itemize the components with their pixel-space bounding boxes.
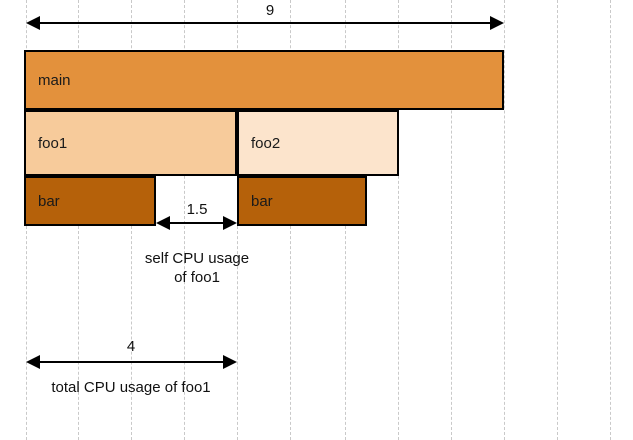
measure-line-total-cpu-foo1	[36, 361, 227, 363]
arrowhead-right-self-cpu-foo1	[223, 216, 237, 230]
frame-label: foo1	[38, 134, 68, 152]
arrowhead-right-total-cpu-foo1	[223, 355, 237, 369]
measure-value-total-cpu-foo1: 4	[126, 338, 136, 355]
gridline-8	[451, 0, 452, 440]
gridline-9	[504, 0, 505, 440]
gridline-10	[557, 0, 558, 440]
measure-line-total-width	[36, 22, 494, 24]
measure-caption-self-cpu-foo1: self CPU usage of foo1	[144, 250, 250, 286]
frame-label: main	[38, 71, 71, 89]
arrowhead-left-self-cpu-foo1	[156, 216, 170, 230]
frame-label: foo2	[251, 134, 281, 152]
frame-foo2-depth1[interactable]: foo2	[237, 110, 399, 176]
frame-foo1-depth1[interactable]: foo1	[24, 110, 237, 176]
frame-main-depth0[interactable]: main	[24, 50, 504, 110]
gridline-3	[184, 0, 185, 440]
frame-bar-depth2[interactable]: bar	[237, 176, 367, 226]
frame-label: bar	[38, 192, 60, 210]
gridline-7	[398, 0, 399, 440]
gridline-11	[610, 0, 611, 440]
measure-line-self-cpu-foo1	[166, 222, 227, 224]
arrowhead-left-total-width	[26, 16, 40, 30]
frame-label: bar	[251, 192, 273, 210]
measure-value-total-width: 9	[265, 2, 275, 19]
frame-bar-depth2[interactable]: bar	[24, 176, 156, 226]
measure-value-self-cpu-foo1: 1.5	[186, 201, 208, 218]
arrowhead-right-total-width	[490, 16, 504, 30]
measure-caption-total-cpu-foo1: total CPU usage of foo1	[51, 379, 211, 396]
arrowhead-left-total-cpu-foo1	[26, 355, 40, 369]
